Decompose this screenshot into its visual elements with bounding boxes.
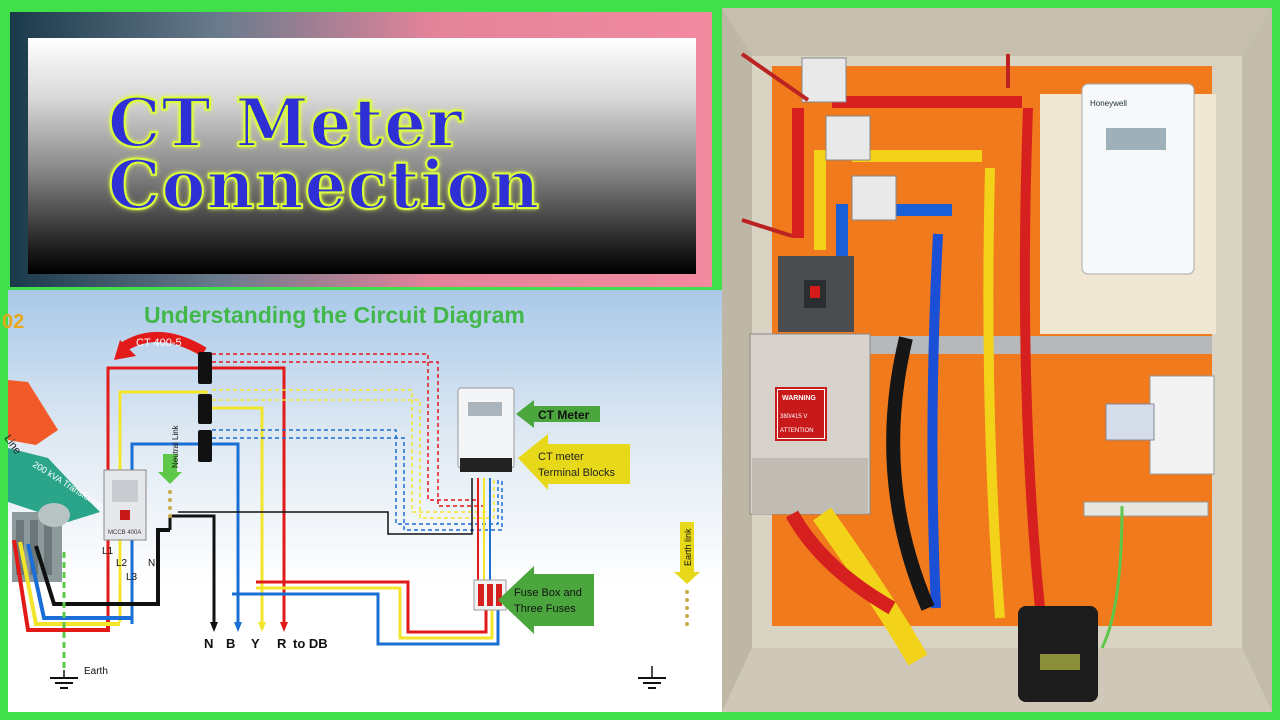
phase-label-l2: L2 bbox=[116, 558, 128, 569]
corner-fragment: 02 bbox=[2, 311, 24, 333]
line-arrow-red bbox=[8, 380, 58, 445]
phase-label-n: N bbox=[148, 558, 155, 569]
meter-photo bbox=[1081, 83, 1195, 275]
phase-label-l3: L3 bbox=[126, 572, 138, 583]
title-text: CT Meter Connection bbox=[107, 84, 541, 224]
circuit-diagram-panel: Line 200 kVA Transformer 02 CT 400-5 bbox=[2, 290, 722, 712]
wire-neutral bbox=[168, 514, 216, 628]
callout-ct-meter: CT Meter bbox=[516, 400, 600, 428]
panel-illustration: Honeywell WARNING 380/415 V ATTENTION bbox=[722, 8, 1272, 712]
svg-text:Three Fuses: Three Fuses bbox=[514, 603, 576, 615]
transformer-arrow-green bbox=[8, 448, 100, 522]
earth-link: Earth link bbox=[674, 522, 700, 626]
title-banner-inner: CT Meter Connection bbox=[28, 38, 696, 274]
svg-text:CT Meter: CT Meter bbox=[538, 408, 590, 422]
ct-label: CT 400-5 bbox=[136, 337, 182, 349]
earth-link-label: Earth link bbox=[683, 528, 693, 566]
title-banner: CT Meter Connection bbox=[10, 12, 712, 287]
ct-3 bbox=[851, 175, 897, 221]
earth-symbol-right bbox=[638, 666, 666, 689]
output-label-r: R bbox=[277, 636, 287, 651]
panel-photo: Honeywell WARNING 380/415 V ATTENTION bbox=[722, 8, 1272, 712]
earth-bar bbox=[1083, 501, 1209, 517]
breaker-label: MCCB 400A bbox=[108, 530, 141, 536]
meter-brand: Honeywell bbox=[1090, 99, 1127, 108]
callout-terminal-blocks: CT meter Terminal Blocks bbox=[518, 434, 630, 490]
phase-label-l1: L1 bbox=[102, 546, 114, 557]
output-label-y: Y bbox=[251, 636, 260, 651]
earth-symbol-left bbox=[50, 670, 78, 689]
warning-voltage: 380/415 V bbox=[780, 414, 807, 420]
callout-fuse-box: Fuse Box and Three Fuses bbox=[498, 566, 594, 634]
ct-1 bbox=[801, 57, 847, 103]
diagram-heading: Understanding the Circuit Diagram bbox=[144, 302, 525, 328]
title-line-1: CT Meter bbox=[107, 84, 463, 162]
output-label-b: B bbox=[226, 636, 235, 651]
fuse-box bbox=[473, 579, 507, 611]
neutral-link-label: Neutral Link bbox=[171, 424, 180, 468]
circuit-diagram: Line 200 kVA Transformer 02 CT 400-5 bbox=[2, 311, 700, 689]
neutral-link: Neutral Link bbox=[158, 424, 182, 518]
svg-text:CT meter: CT meter bbox=[538, 451, 584, 463]
warning-attention: ATTENTION bbox=[780, 428, 814, 434]
output-label-to-db: to DB bbox=[293, 636, 328, 651]
fuse-box-photo bbox=[1149, 375, 1215, 475]
ct-sensor-3 bbox=[198, 430, 212, 462]
warning-title: WARNING bbox=[782, 395, 816, 402]
ct-sensor-2 bbox=[198, 394, 212, 424]
ct-sensor-1 bbox=[198, 352, 212, 384]
svg-text:Terminal Blocks: Terminal Blocks bbox=[538, 467, 616, 479]
wire-blue bbox=[130, 442, 240, 628]
output-label-n: N bbox=[204, 636, 213, 651]
title-line-2: Connection bbox=[107, 146, 541, 224]
earth-label: Earth bbox=[84, 666, 108, 677]
ct-pointer-arrow bbox=[119, 332, 207, 357]
ct-2 bbox=[825, 115, 871, 161]
mccb-breaker: MCCB 400A bbox=[103, 469, 147, 541]
ct-meter-device bbox=[457, 387, 515, 472]
svg-text:Fuse Box and: Fuse Box and bbox=[514, 587, 582, 599]
